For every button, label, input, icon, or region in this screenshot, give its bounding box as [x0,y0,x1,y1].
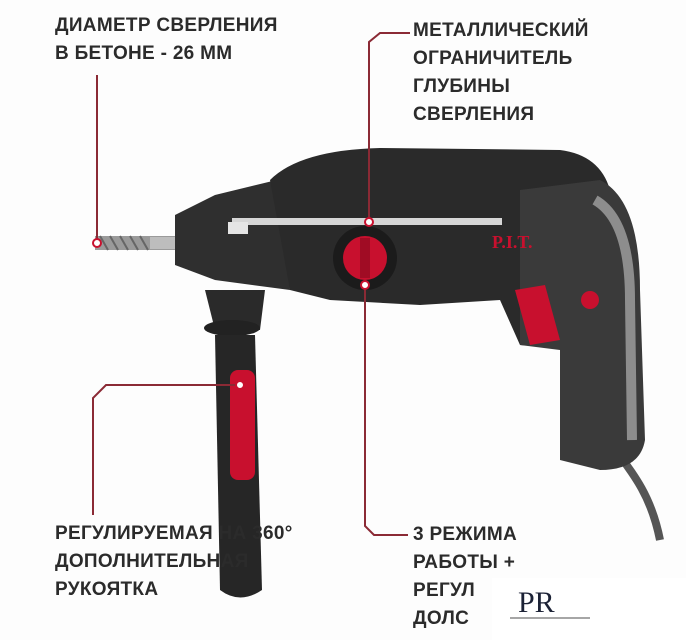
callout-line-text: РЕГУЛИРУЕМАЯ НА 360° [55,523,293,544]
callout-lines [92,32,410,536]
drill-bit [95,235,180,251]
watermark-logo: PR [510,586,590,619]
callout-line-text: МЕТАЛЛИЧЕСКИЙ [413,20,589,41]
callout-drill-diameter: ДИАМЕТР СВЕРЛЕНИЯ В БЕТОНЕ - 26 ММ [55,12,278,68]
callout-line-depth-gauge [368,32,410,222]
callout-line-text: ГЛУБИНЫ [413,76,511,97]
callout-line-text: ДОЛС [413,608,470,629]
callout-line-modes [364,285,408,536]
callout-modes: 3 РЕЖИМА РАБОТЫ + РЕГУЛ ДОЛС [413,521,517,633]
auxiliary-handle-grip [230,370,255,480]
callout-dots [92,217,374,390]
handle-collar [204,320,260,336]
callout-depth-gauge: МЕТАЛЛИЧЕСКИЙ ОГРАНИЧИТЕЛЬ ГЛУБИНЫ СВЕРЛ… [413,17,589,129]
watermark-text: PR [518,586,555,619]
callout-line-text: ОГРАНИЧИТЕЛЬ [413,48,573,69]
callout-line-text: 3 РЕЖИМА [413,524,517,545]
callout-aux-handle: РЕГУЛИРУЕМАЯ НА 360° ДОПОЛНИТЕЛЬНАЯ РУКО… [55,520,293,604]
callout-line-text: ДОПОЛНИТЕЛЬНАЯ [55,551,249,572]
callout-line-text: ДИАМЕТР СВЕРЛЕНИЯ [55,15,278,36]
callout-line-text: РЕГУЛ [413,580,476,601]
callout-line-text: РАБОТЫ + [413,552,516,573]
callout-line-text: В БЕТОНЕ - 26 ММ [55,43,233,64]
watermark-cover [492,578,686,640]
brand-logo-on-tool: P.I.T. [492,232,533,252]
trigger [515,285,560,345]
main-handle [520,180,645,470]
callout-line-text: РУКОЯТКА [55,579,159,600]
callout-line-text: СВЕРЛЕНИЯ [413,104,535,125]
callout-line-aux-handle [92,384,240,515]
lock-button [581,291,599,309]
